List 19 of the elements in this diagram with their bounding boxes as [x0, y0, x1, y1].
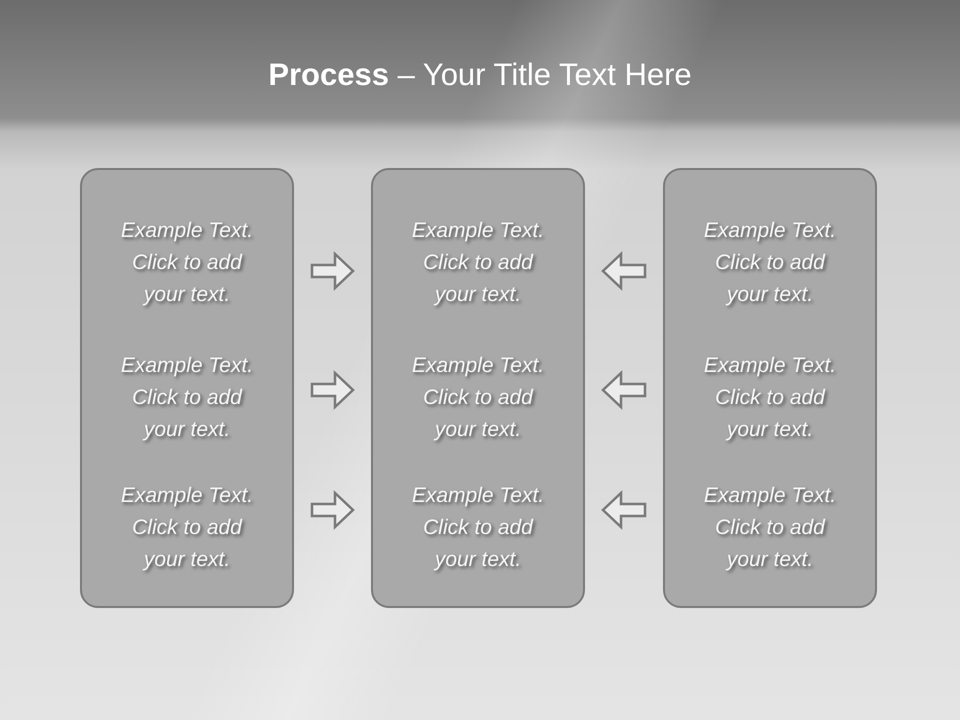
example-text: Example Text. Click to add your text.	[120, 483, 254, 573]
process-panel	[663, 168, 877, 608]
example-text: Example Text. Click to add your text.	[120, 353, 254, 443]
block-arrow	[601, 251, 646, 291]
example-text: Example Text. Click to add your text.	[410, 483, 546, 573]
block-arrow	[310, 251, 355, 291]
block-arrow	[601, 490, 646, 530]
block-arrow	[310, 490, 355, 530]
example-text: Example Text. Click to add your text.	[702, 353, 838, 443]
example-text: Example Text. Click to add your text.	[702, 483, 838, 573]
example-text: Example Text. Click to add your text.	[410, 218, 546, 308]
process-panel	[371, 168, 585, 608]
process-panel	[80, 168, 294, 608]
slide-title: Process – Your Title Text Here	[268, 56, 692, 94]
example-text: Example Text. Click to add your text.	[120, 218, 254, 308]
block-arrow	[310, 370, 355, 410]
example-text: Example Text. Click to add your text.	[702, 218, 838, 308]
block-arrow	[601, 370, 646, 410]
example-text: Example Text. Click to add your text.	[410, 353, 546, 443]
